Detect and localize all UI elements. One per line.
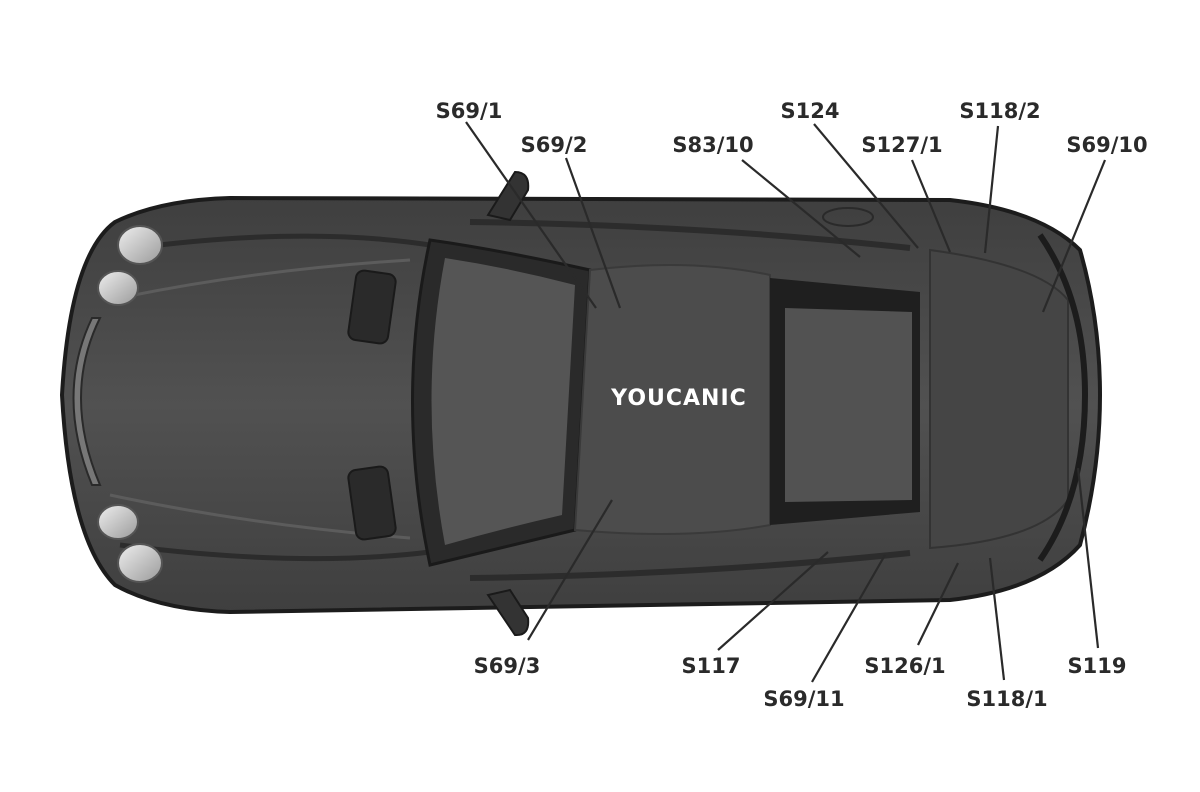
- label-s118-1: S118/1: [966, 687, 1047, 711]
- brand-watermark: YOUCANIC: [610, 386, 747, 411]
- label-s119: S119: [1068, 654, 1127, 678]
- label-s69-10: S69/10: [1066, 133, 1147, 157]
- label-s124: S124: [781, 99, 840, 123]
- label-s83-10: S83/10: [672, 133, 753, 157]
- label-s69-11: S69/11: [763, 687, 844, 711]
- label-s127-1: S127/1: [861, 133, 942, 157]
- headlights: [97, 225, 163, 583]
- label-s69-1: S69/1: [436, 99, 503, 123]
- label-s69-2: S69/2: [521, 133, 588, 157]
- label-s69-3: S69/3: [474, 654, 541, 678]
- component-labels: S69/1 S69/2 S83/10 S124 S127/1 S118/2 S6…: [436, 99, 1148, 711]
- leader-lines: [465, 121, 1107, 683]
- label-s126-1: S126/1: [864, 654, 945, 678]
- car-body: [59, 170, 1103, 637]
- label-s117: S117: [682, 654, 741, 678]
- label-s118-2: S118/2: [959, 99, 1040, 123]
